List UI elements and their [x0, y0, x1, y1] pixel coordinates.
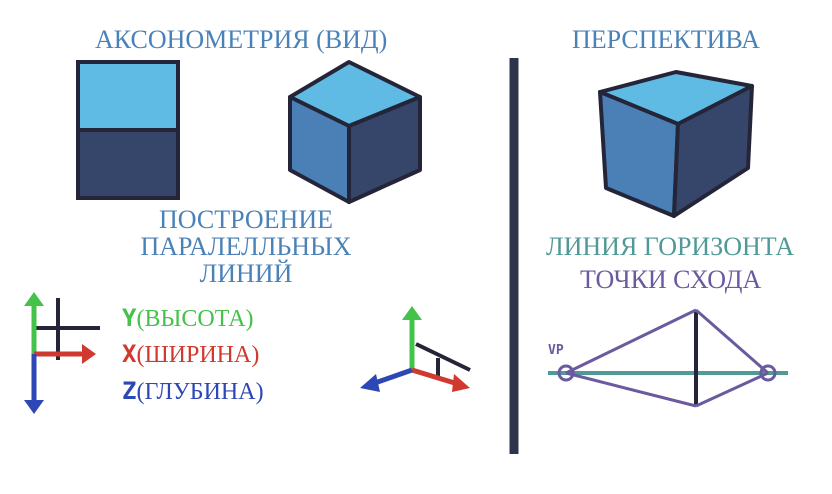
axis-gizmo-2d: [24, 292, 100, 414]
isometric-cube: [288, 60, 422, 204]
axis-y-legend: Y(ВЫСОТА): [122, 304, 254, 333]
subtitle-line-1: ПОСТРОЕНИЕ: [159, 205, 333, 234]
front-view-cube: [76, 60, 180, 200]
vp-marker: VP: [548, 343, 564, 358]
axonometry-title: АКСОНОМЕТРИЯ (ВИД): [95, 25, 388, 54]
axis-y-letter: Y: [122, 304, 137, 332]
subtitle-line-3: ЛИНИЙ: [199, 259, 293, 288]
axis-z-legend: Z(ГЛУБИНА): [122, 377, 264, 406]
axis-y-label: (ВЫСОТА): [136, 306, 254, 332]
axis-x-label: (ШИРИНА): [136, 342, 260, 368]
axis-x-legend: X(ШИРИНА): [122, 340, 259, 369]
axis-z-letter: Z: [122, 377, 137, 405]
vanishing-points-label: ТОЧКИ СХОДА: [580, 265, 762, 294]
perspective-cube: [598, 70, 754, 218]
perspective-title: ПЕРСПЕКТИВА: [572, 25, 760, 54]
parallel-lines-subtitle: ПОСТРОЕНИЕ ПАРАЛЕЛЛЬНЫХ ЛИНИЙ: [116, 206, 376, 287]
axis-x-letter: X: [122, 340, 137, 368]
axis-gizmo-3d: [360, 306, 471, 392]
vanishing-point-diagram: [548, 308, 788, 408]
horizon-line-label: ЛИНИЯ ГОРИЗОНТА: [546, 232, 795, 261]
axis-z-label: (ГЛУБИНА): [136, 379, 264, 405]
subtitle-line-2: ПАРАЛЕЛЛЬНЫХ: [140, 232, 352, 261]
